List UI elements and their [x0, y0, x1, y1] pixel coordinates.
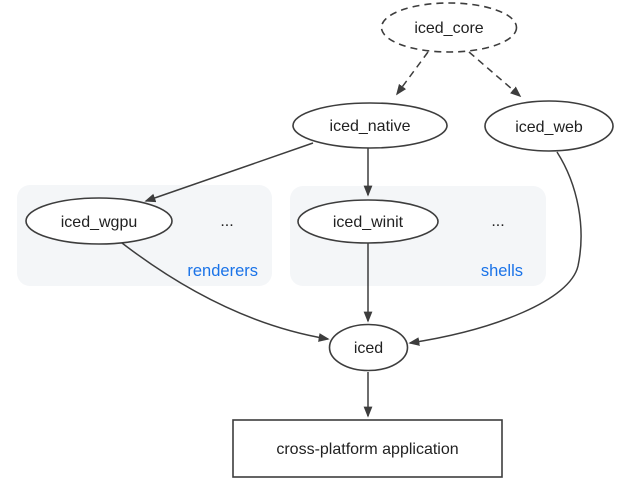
node-iced-winit	[297, 199, 439, 244]
node-iced-label: iced	[354, 340, 383, 357]
node-iced-winit-label: iced_winit	[333, 214, 404, 231]
shells-ellipsis: ...	[491, 213, 504, 230]
renderers-group-label: renderers	[187, 262, 258, 280]
node-iced-native-label: iced_native	[330, 118, 411, 135]
node-iced-core	[380, 2, 518, 53]
node-application-label: cross-platform application	[276, 441, 458, 458]
edge-iced-core-to-iced-native	[396, 51, 429, 96]
node-iced-wgpu-label: iced_wgpu	[61, 214, 138, 231]
node-application	[232, 419, 503, 478]
edge-iced-web-to-iced	[408, 151, 582, 346]
edge-iced-native-to-iced-wgpu	[144, 142, 314, 203]
node-iced-wgpu	[25, 197, 173, 245]
node-iced-web-label: iced_web	[515, 119, 583, 136]
node-iced-core-label: iced_core	[414, 20, 483, 37]
shells-group-label: shells	[481, 262, 523, 280]
node-iced	[328, 323, 409, 372]
node-iced-web	[484, 100, 614, 152]
node-iced-native	[292, 102, 448, 149]
edge-iced-wgpu-to-iced	[121, 242, 330, 342]
renderers-ellipsis: ...	[220, 213, 233, 230]
edge-iced-core-to-iced-web	[468, 51, 522, 98]
